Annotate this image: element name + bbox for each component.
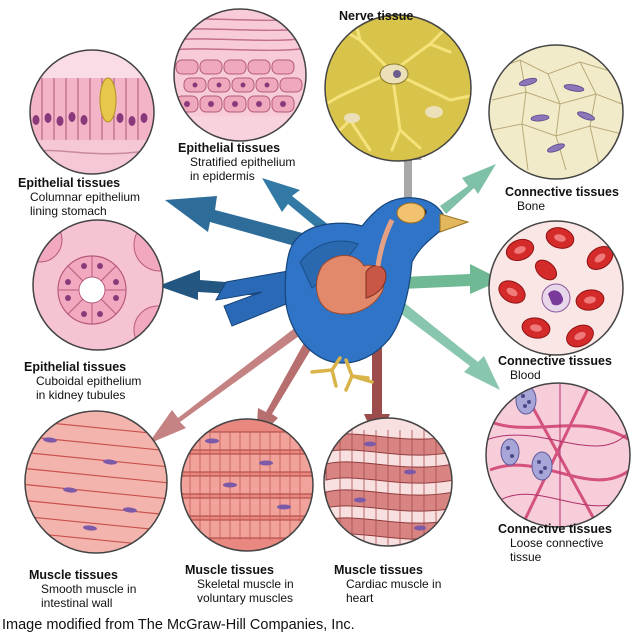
- label-description: Bone: [517, 199, 546, 213]
- label-loose-connective: Connective tissues Loose connective tiss…: [498, 522, 612, 564]
- bird-tail: [215, 269, 297, 327]
- label-description: Skeletal muscle in voluntary muscles: [197, 577, 294, 605]
- label-smooth-muscle: Muscle tissues Smooth muscle in intestin…: [29, 568, 136, 610]
- arrow-to-stratified: [262, 178, 330, 234]
- label-title: Muscle tissues: [29, 568, 118, 582]
- nerve-tissue-image: [324, 14, 472, 162]
- bird-neck-tube: [375, 218, 395, 267]
- arrow-to-cardiac: [364, 300, 390, 444]
- label-title: Connective tissues: [505, 185, 619, 199]
- arrow-to-smooth: [148, 310, 324, 444]
- bird: [215, 197, 470, 392]
- label-blood: Connective tissues Blood: [498, 354, 612, 382]
- label-title: Epithelial tissues: [178, 141, 281, 155]
- arrow-to-bone: [440, 164, 496, 214]
- arrow-to-loose: [388, 296, 500, 390]
- label-columnar-epithelium: Epithelial tissues Columnar epithelium l…: [18, 176, 140, 218]
- bird-leg: [310, 356, 374, 392]
- label-description: Columnar epithelium lining stomach: [30, 190, 141, 218]
- bird-brain: [396, 202, 426, 224]
- bird-heart: [365, 265, 387, 299]
- smooth-muscle-image: [24, 410, 168, 554]
- label-title: Nerve tissue: [339, 9, 414, 23]
- cardiac-muscle-image: [323, 417, 453, 547]
- skeletal-muscle-image: [180, 418, 314, 552]
- image-credit: Image modified from The McGraw-Hill Comp…: [2, 617, 355, 633]
- label-stratified-epithelium: Epithelial tissues Stratified epithelium…: [178, 141, 295, 183]
- label-title: Connective tissues: [498, 522, 612, 536]
- label-cuboidal-epithelium: Epithelial tissues Cuboidal epithelium i…: [24, 360, 141, 402]
- label-description: Stratified epithelium in epidermis: [190, 155, 296, 183]
- label-title: Muscle tissues: [334, 563, 423, 577]
- label-title: Muscle tissues: [185, 563, 274, 577]
- label-nerve-tissue: Nerve tissue: [339, 9, 413, 23]
- bone-image: [488, 44, 624, 180]
- label-title: Epithelial tissues: [18, 176, 121, 190]
- stratified-epithelium-image: [173, 8, 307, 142]
- label-skeletal-muscle: Muscle tissues Skeletal muscle in volunt…: [185, 563, 294, 605]
- label-cardiac-muscle: Muscle tissues Cardiac muscle in heart: [334, 563, 441, 605]
- label-description: Blood: [510, 368, 541, 382]
- label-bone: Connective tissues Bone: [505, 185, 619, 213]
- label-description: Loose connective tissue: [510, 536, 604, 564]
- label-title: Epithelial tissues: [24, 360, 127, 374]
- label-title: Connective tissues: [498, 354, 612, 368]
- label-description: Smooth muscle in intestinal wall: [41, 582, 137, 610]
- label-description: Cuboidal epithelium in kidney tubules: [36, 374, 142, 402]
- cuboidal-epithelium-image: [32, 219, 164, 351]
- bird-beak: [439, 213, 470, 233]
- columnar-epithelium-image: [29, 49, 155, 175]
- label-description: Cardiac muscle in heart: [346, 577, 442, 605]
- loose-connective-image: [485, 382, 631, 528]
- blood-image: [488, 220, 624, 356]
